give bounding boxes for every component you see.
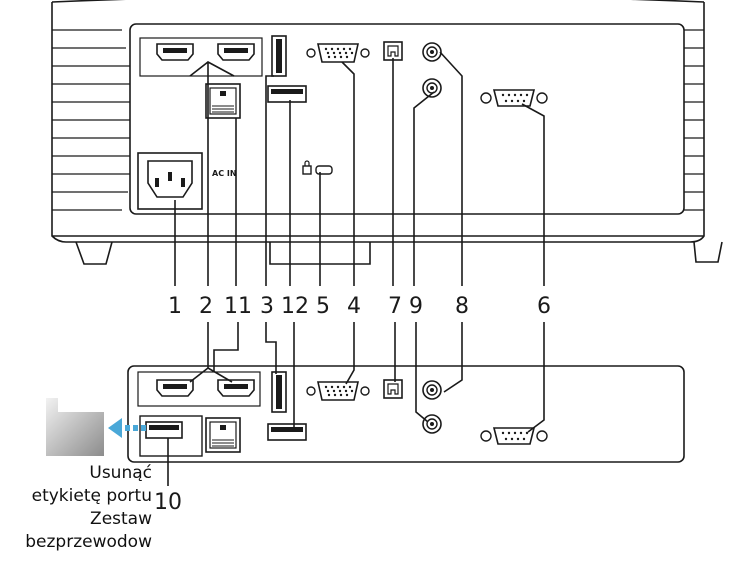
- caption-line-2: etykietę portu: [31, 486, 152, 506]
- callout-8: 8: [455, 294, 469, 319]
- callout-12: 12: [281, 294, 309, 319]
- caption-line-4: bezprzewodow: [25, 532, 152, 552]
- ac-power-inlet: AC IN: [137, 152, 237, 210]
- callout-5: 5: [316, 294, 330, 319]
- remove-direction-arrow: [108, 418, 146, 438]
- bottom-leader-lines: [167, 322, 545, 486]
- callout-9: 9: [409, 294, 423, 319]
- usb-port-vertical-top: [271, 35, 287, 77]
- caption-line-1: Usunąć: [89, 463, 152, 483]
- audio-out-top: [422, 42, 442, 62]
- usb-port-horizontal-top: [267, 85, 307, 103]
- optical-port-top: [383, 41, 403, 61]
- bottom-panel: [127, 365, 685, 463]
- hdmi-ports-top: [139, 37, 263, 77]
- callout-3: 3: [260, 294, 274, 319]
- callout-1: 1: [168, 294, 182, 319]
- ac-in-label: AC IN: [212, 169, 237, 178]
- callout-6: 6: [537, 294, 551, 319]
- wireless-port-label-sticker: [46, 398, 104, 456]
- callout-4: 4: [347, 294, 361, 319]
- callout-7: 7: [388, 294, 402, 319]
- top-leader-lines: [174, 51, 545, 286]
- callout-10: 10: [154, 490, 182, 515]
- caption-line-3: Zestaw: [90, 509, 152, 529]
- remove-wireless-label-caption: Usunąć etykietę portu Zestaw bezprzewodo…: [0, 462, 152, 554]
- callout-11: 11: [224, 294, 252, 319]
- projector-body: [51, 0, 723, 265]
- kensington-lock-icon: [302, 160, 333, 175]
- lan-port-top: [205, 83, 241, 119]
- callout-2: 2: [199, 294, 213, 319]
- top-callout-numbers: 1 2 11 3 12 5 4 7 9 8 6: [168, 294, 551, 319]
